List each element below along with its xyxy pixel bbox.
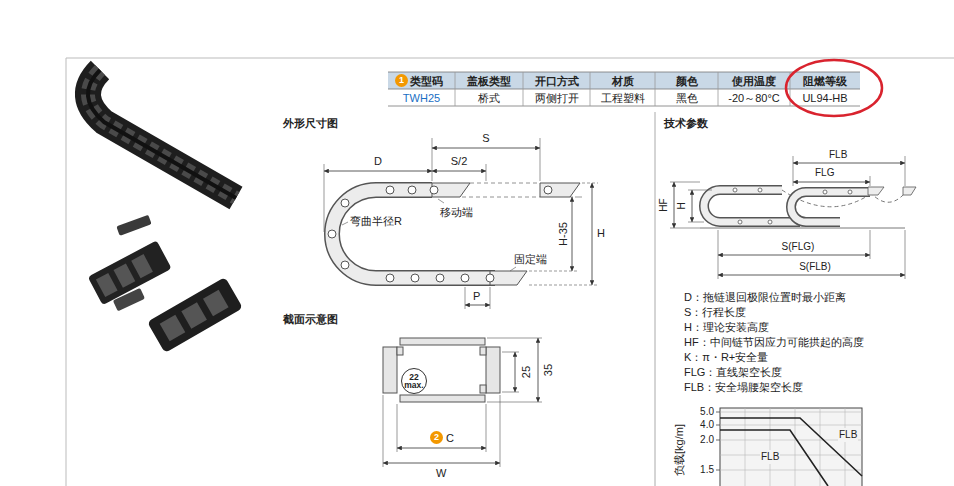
chain-photo xyxy=(88,70,236,198)
dimension-label: S(FLB) xyxy=(760,260,870,274)
axis-title: 负载[kg/m] xyxy=(672,424,686,476)
highlight-ellipse xyxy=(786,60,882,116)
frame-line xyxy=(66,58,67,486)
curve-label: FLB xyxy=(838,428,858,442)
dimension-label: FLB xyxy=(829,148,847,162)
dimension-label: FLG xyxy=(815,166,834,180)
dimension-label: P xyxy=(473,289,480,303)
axis-tick: 4.0 xyxy=(688,418,714,432)
callout-number: 1 xyxy=(395,74,408,87)
dimension-label: D xyxy=(362,154,394,168)
dimension-label: W xyxy=(436,466,446,480)
table-cell: 黑色 xyxy=(655,91,718,105)
load-chart xyxy=(716,408,862,486)
axis-tick: 1.5 xyxy=(688,463,714,477)
table-cell: -20～80°C xyxy=(718,91,790,105)
curve-label: FLB xyxy=(760,450,780,464)
dimension-label: HF xyxy=(657,198,671,211)
callout-number: 2 xyxy=(430,431,443,444)
dimension-label: S(FLG) xyxy=(744,240,852,254)
definition: S：行程长度 xyxy=(684,305,746,319)
axis-tick: 2.0 xyxy=(688,433,714,447)
table-header: 类型码 xyxy=(410,74,443,88)
chain-outline xyxy=(328,183,580,285)
tech-dimensions xyxy=(670,156,905,279)
part-label: 固定端 xyxy=(514,252,547,266)
cross-section xyxy=(383,338,500,402)
frame-line xyxy=(66,58,954,59)
definition: FLG：直线架空长度 xyxy=(684,365,782,379)
table-cell: 桥式 xyxy=(455,91,523,105)
definition: K：π・R+安全量 xyxy=(684,350,768,364)
dimension-label: 35 xyxy=(541,364,555,376)
dimension-label: C xyxy=(446,431,454,445)
table-header: 阻燃等级 xyxy=(790,74,860,88)
section-title: 技术参数 xyxy=(664,116,708,130)
dimension-label: S xyxy=(470,131,502,145)
section-title: 截面示意图 xyxy=(283,312,338,326)
node-text: 22 max. xyxy=(403,373,425,390)
table-cell: 两侧打开 xyxy=(523,91,590,105)
dimension-label: H-35 xyxy=(556,222,570,246)
section-title: 外形尺寸图 xyxy=(283,116,338,130)
table-cell: 工程塑料 xyxy=(590,91,655,105)
definition: H：理论安装高度 xyxy=(684,320,769,334)
dimension-label: 25 xyxy=(519,366,533,378)
definition: HF：中间链节因应力可能拱起的高度 xyxy=(684,335,864,349)
divider xyxy=(655,112,656,486)
part-label: 移动端 xyxy=(440,205,473,219)
max-diameter-circle: 22 max. xyxy=(401,368,427,394)
dimension-label: H xyxy=(675,202,689,209)
node-text: 2 xyxy=(434,433,439,442)
chain-parts-photo xyxy=(88,215,243,353)
node-text: 1 xyxy=(399,76,404,85)
tech-chain xyxy=(700,187,916,228)
table-header: 颜色 xyxy=(655,74,718,88)
definition: D：拖链退回极限位置时最小距离 xyxy=(684,290,846,304)
part-label: 弯曲半径R xyxy=(350,214,402,228)
table-header: 材质 xyxy=(590,74,655,88)
axis-tick: 5.0 xyxy=(688,405,714,419)
section-dimensions xyxy=(383,338,542,467)
table-cell: UL94-HB xyxy=(790,91,860,105)
dimension-label: S/2 xyxy=(443,154,475,168)
table-header: 使用温度 xyxy=(718,74,790,88)
dimension-lines xyxy=(324,138,598,309)
table-header: 盖板类型 xyxy=(455,74,523,88)
table-header: 开口方式 xyxy=(523,74,590,88)
dimension-label: H xyxy=(597,226,605,240)
definition: FLB：安全塌腰架空长度 xyxy=(684,380,803,394)
table-cell: TWH25 xyxy=(388,91,455,105)
